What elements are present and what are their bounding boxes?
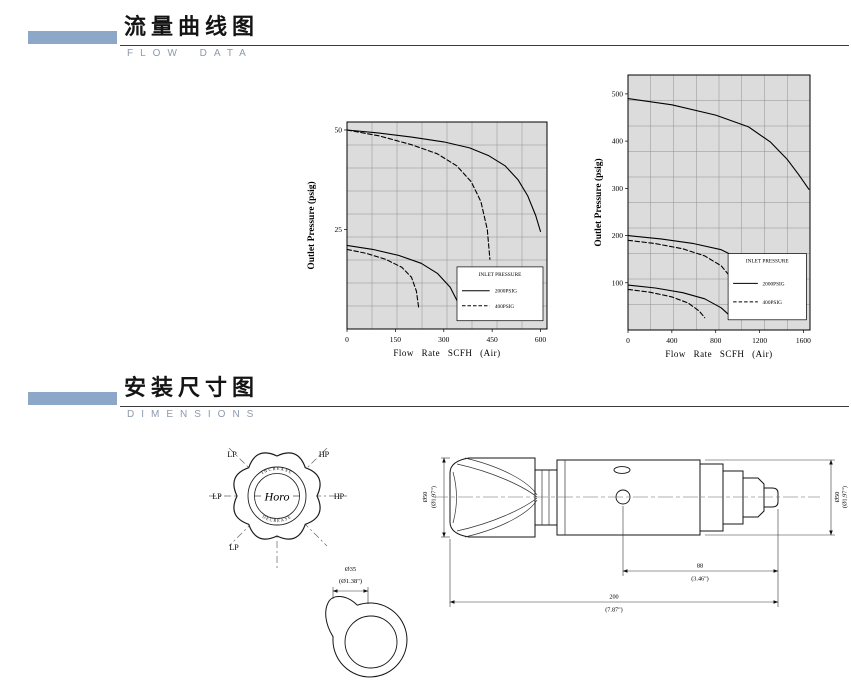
curve-set25-inlet400psig <box>346 248 420 308</box>
legend-box <box>456 266 544 322</box>
knob-outer-ring <box>247 466 307 526</box>
port-label-top-left: LP <box>227 450 237 459</box>
port-label-bottom: LP <box>229 543 239 552</box>
y-tick-label: 100 <box>612 278 624 287</box>
knob-decrease-label: DECREASE <box>261 514 291 523</box>
legend-entry-label: 400PSIG <box>763 300 783 306</box>
knob-increase-label: INCREASE <box>260 466 292 475</box>
outlet-neck <box>722 470 744 525</box>
y-tick-label: 300 <box>612 184 624 193</box>
curve-set50-inlet400psig <box>346 129 491 260</box>
knob-front-view: INCREASE DECREASE Horo LP HP LP HP LP <box>209 447 347 568</box>
y-tick-label: 400 <box>612 137 624 146</box>
dim-knob-dia-mm: Ø50 <box>422 492 429 503</box>
cam-bore-circle <box>344 615 398 669</box>
svg-text:DECREASE: DECREASE <box>261 514 292 523</box>
dims-section-title: 安装尺寸图 <box>124 376 260 401</box>
x-axis-label: Flow Rate SCFH (Air) <box>665 349 772 359</box>
legend-entry-label: 2000PSIG <box>495 289 517 295</box>
legend-entry-label: 2000PSIG <box>763 281 785 287</box>
outlet-flange <box>699 463 724 532</box>
dim-right-len-mm: 88 <box>697 563 703 570</box>
regulator-body-outline <box>449 457 779 538</box>
knob-silhouette <box>449 457 536 538</box>
x-tick-label: 300 <box>438 335 450 344</box>
dims-section-subtitle: DIMENSIONS <box>127 409 261 420</box>
x-tick-label: 0 <box>626 336 630 345</box>
cam-outline <box>325 596 408 678</box>
outlet-nipple <box>763 487 779 508</box>
legend-box <box>727 253 807 321</box>
outlet-hex <box>742 477 765 518</box>
cam-dimension <box>332 587 369 604</box>
curve-set100-inlet2000psig <box>627 284 732 318</box>
legend-entry-label: 400PSIG <box>495 304 515 310</box>
y-axis-label: Outlet Pressure (psig) <box>306 181 317 269</box>
flow-section-title: 流量曲线图 <box>124 15 260 40</box>
legend-title: INLET PRESSURE <box>746 259 789 265</box>
x-tick-label: 0 <box>345 335 349 344</box>
flow-header-rule <box>120 45 849 46</box>
curve-set50-inlet2000psig <box>346 129 542 233</box>
dim-cam-dia-mm: Ø35 <box>345 566 356 573</box>
knob-collar <box>534 469 558 526</box>
knob-flutes <box>452 457 566 538</box>
curve-set100-inlet400psig <box>627 288 706 319</box>
port-label-right: HP <box>334 492 345 501</box>
x-tick-label: 600 <box>535 335 547 344</box>
knob-brand-logo: Horo <box>264 490 290 504</box>
port-label-top-right: HP <box>319 450 330 459</box>
x-tick-label: 400 <box>666 336 678 345</box>
x-tick-label: 150 <box>390 335 402 344</box>
y-tick-label: 500 <box>612 89 624 98</box>
dim-cam-dia-inch: (Ø1.38") <box>339 578 362 585</box>
y-tick-label: 200 <box>612 231 624 240</box>
port-label-left: LP <box>212 492 222 501</box>
x-tick-label: 1600 <box>796 336 811 345</box>
x-tick-label: 1200 <box>752 336 767 345</box>
dims-accent-bar <box>28 392 117 405</box>
curve-set500-inlet2000psig <box>627 98 810 190</box>
body-bottom-view: Ø35 (Ø1.38") <box>325 566 408 678</box>
dim-body-dia-inch: (Ø1.97") <box>842 486 849 508</box>
dim-total-len-inch: (7.87") <box>605 607 622 614</box>
y-tick-label: 50 <box>335 126 343 135</box>
knob-outline <box>233 452 321 540</box>
y-tick-label: 25 <box>335 225 343 234</box>
dim-right-len-inch: (3.46") <box>691 576 708 583</box>
flow-accent-bar <box>28 31 117 44</box>
dims-header-rule <box>120 406 849 407</box>
flow-section-subtitle: FLOW DATA <box>127 48 253 59</box>
legend-title: INLET PRESSURE <box>479 272 522 278</box>
x-tick-label: 800 <box>710 336 722 345</box>
dim-total-len-mm: 200 <box>609 594 618 601</box>
dimension-lines <box>441 457 835 607</box>
vent-slot <box>613 466 631 474</box>
regulator-side-view: Ø50 (Ø1.97") Ø50 (Ø1.97") 88 (3.46") 200… <box>422 457 849 614</box>
dim-body-dia-mm: Ø50 <box>834 492 841 503</box>
x-tick-label: 450 <box>487 335 499 344</box>
y-axis-label: Outlet Pressure (psig) <box>593 158 604 246</box>
svg-text:INCREASE: INCREASE <box>260 466 293 475</box>
x-axis-label: Flow Rate SCFH (Air) <box>393 348 500 358</box>
